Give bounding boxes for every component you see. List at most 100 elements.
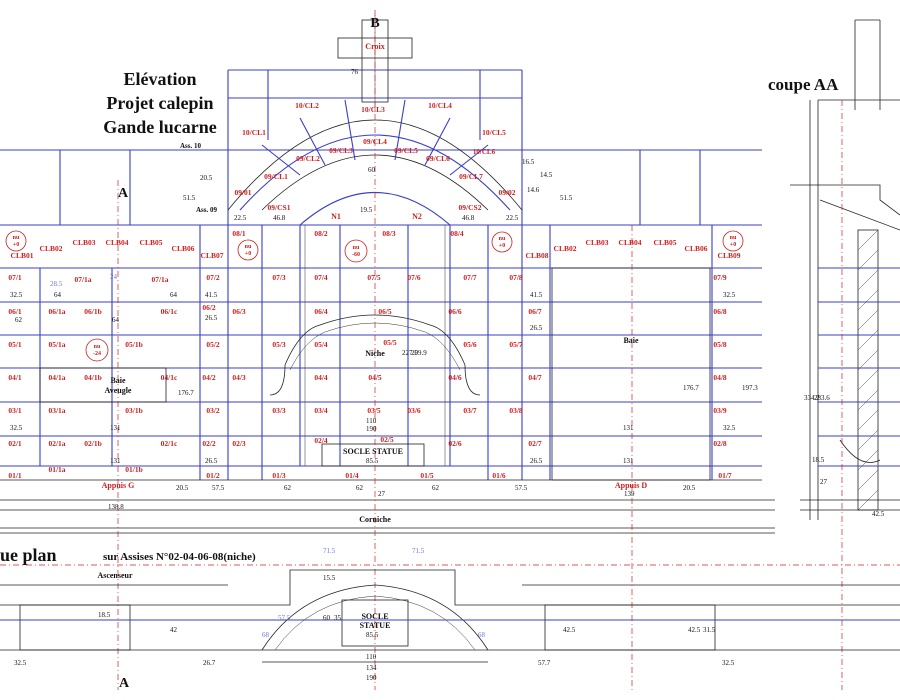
stone-label: 05/6 <box>463 340 477 349</box>
nu-tags: nu +0 nu +0 nu -60 nu +0 nu +0 nu -24 <box>5 230 744 362</box>
stone-label: 07/9 <box>713 273 727 282</box>
label-appuis-d: Appuis D <box>615 481 647 490</box>
stone-label: CLB05 <box>140 238 163 247</box>
dim-label: 62 <box>284 484 292 492</box>
stone-label: 08/4 <box>450 229 464 238</box>
stone-label: 01/3 <box>272 471 286 480</box>
label-ass10: Ass. 10 <box>180 142 202 150</box>
dim-label: 42.5 <box>872 510 885 518</box>
dim-label: 62 <box>356 484 364 492</box>
row-07-labels: 07/1 07/1a 07/1a 07/2 07/3 07/4 07/5 07/… <box>8 273 727 284</box>
stone-label: 02/1b <box>84 439 102 448</box>
dim-label: 57.5 <box>515 484 528 492</box>
marker-a-bottom: A <box>119 676 130 691</box>
bay-frame <box>551 267 711 481</box>
title-project: Projet calepin <box>106 93 213 113</box>
stone-label: 01/7 <box>718 471 732 480</box>
label-ass09: Ass. 09 <box>196 206 218 214</box>
stone-label: 01/5 <box>420 471 434 480</box>
stone-label: 06/1 <box>8 307 22 316</box>
dim-label: 64 <box>170 291 178 299</box>
stone-label: CLB08 <box>526 251 549 260</box>
stone-label: 02/8 <box>713 439 727 448</box>
dim-label: 68 <box>262 631 270 639</box>
stone-label: 03/1a <box>48 406 65 415</box>
dim-label: 41.5 <box>530 291 543 299</box>
title-elevation: Elévation <box>123 69 196 89</box>
stone-label: N1 <box>331 212 341 221</box>
dim-label: 32.5 <box>10 424 23 432</box>
row-03-labels: 03/1 03/1a 03/1b 03/2 03/3 03/4 03/5 03/… <box>8 406 727 415</box>
stone-label: 10/CL3 <box>361 105 385 114</box>
nu-tag: nu <box>730 235 737 241</box>
dim-label: 32.5 <box>722 659 735 667</box>
stone-label: 03/1b <box>125 406 143 415</box>
stone-label: 09/CL1 <box>264 172 288 181</box>
dim-label: 42.5 <box>563 626 576 634</box>
dim-label: 138.8 <box>108 503 124 511</box>
dim-label: 46.8 <box>273 214 286 222</box>
stone-label: CLB07 <box>201 251 224 260</box>
row-06-labels: 06/1 06/1a 06/1b 06/1c 06/2 06/3 06/4 06… <box>8 303 727 316</box>
stone-label: 04/5 <box>368 373 382 382</box>
dim-label: 20.5 <box>176 484 189 492</box>
stone-label: 02/6 <box>448 439 462 448</box>
dim-label: 64 <box>112 316 120 324</box>
stone-label: CLB02 <box>40 244 63 253</box>
stone-label: 04/3 <box>232 373 246 382</box>
stone-label: 04/1c <box>161 373 178 382</box>
dim-label: 134 <box>366 664 377 672</box>
dim-label: 76 <box>351 68 359 76</box>
stone-label: 05/1b <box>125 340 143 349</box>
stone-label: 02/5 <box>380 435 394 444</box>
dim-label: 64 <box>54 291 62 299</box>
stone-label: CLB05 <box>654 238 677 247</box>
dim-label: 51.5 <box>183 194 196 202</box>
dim-label: 20.5 <box>683 484 696 492</box>
marker-b: B <box>370 16 379 31</box>
label-baie-aveugle-2: Aveugle <box>105 386 132 395</box>
marker-a-top: A <box>118 186 129 201</box>
dim-label: 46.8 <box>462 214 475 222</box>
stone-label: 03/8 <box>509 406 523 415</box>
dim-label: 26.5 <box>205 314 218 322</box>
stone-label: 10/CL2 <box>295 101 319 110</box>
label-socle-plan-1: SOCLE <box>361 612 388 621</box>
dim-label: 110 <box>366 417 377 425</box>
stone-label: 06/5 <box>378 307 392 316</box>
stone-label: 09/CS1 <box>268 203 291 212</box>
stone-label: 10/CL4 <box>428 101 452 110</box>
nu-tag: +0 <box>245 251 251 257</box>
stone-label: 02/7 <box>528 439 542 448</box>
stone-label: 09/02 <box>498 188 515 197</box>
dim-label: 16.5 <box>522 158 535 166</box>
stone-label: 09/CL5 <box>394 146 418 155</box>
dimension-labels: 76 22.5 46.8 19.5 46.8 22.5 51.5 51.5 20… <box>10 68 885 682</box>
stone-label: 02/4 <box>314 436 328 445</box>
label-ascenseur: Ascenseur <box>97 571 133 580</box>
stone-label: 09/CL7 <box>459 172 483 181</box>
stone-label: 05/1a <box>48 340 65 349</box>
dim-label: 51.5 <box>560 194 573 202</box>
stone-label: 06/6 <box>448 307 462 316</box>
dim-label: 14.6 <box>527 186 540 194</box>
dim-label: 20.5 <box>200 174 213 182</box>
stone-label: 06/1c <box>161 307 178 316</box>
dim-label: 131 <box>110 424 121 432</box>
dim-label: 15.5 <box>323 574 336 582</box>
dim-label: 32.5 <box>723 291 736 299</box>
dim-label: 62 <box>15 316 23 324</box>
stone-label: 09/CL6 <box>426 154 450 163</box>
stone-label: 07/5 <box>367 273 381 282</box>
dim-label: 209.9 <box>411 349 427 357</box>
stone-label: 07/1a <box>151 275 168 284</box>
title-dormer: Gande lucarne <box>103 117 217 137</box>
stone-label: 03/3 <box>272 406 286 415</box>
stone-label: 05/8 <box>713 340 727 349</box>
band-stone-labels: CLB01 CLB02 CLB03 CLB04 CLB05 CLB06 CLB0… <box>11 229 741 260</box>
stone-label: 07/2 <box>206 273 220 282</box>
dim-label: 24 <box>110 273 118 281</box>
stone-label: 03/4 <box>314 406 328 415</box>
dim-label: 283.6 <box>814 394 830 402</box>
